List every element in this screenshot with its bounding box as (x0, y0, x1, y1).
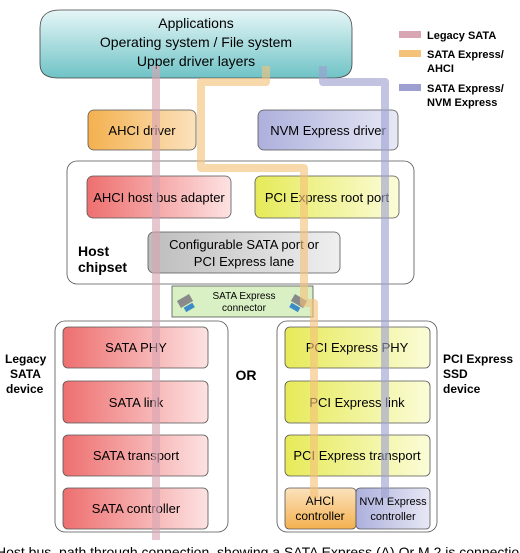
sata-link-label: SATA link (109, 395, 164, 410)
pcie-device-label-2: SSD (443, 367, 468, 381)
caption-fragment: Host bus, path through connection, showi… (0, 544, 520, 553)
sata-express-connector: SATA Express connector (171, 285, 314, 318)
nvme-controller-line-1: NVM Express (359, 496, 427, 508)
legacy-device-label-2: SATA (10, 367, 41, 381)
pcie-link-label: PCI Express link (309, 395, 405, 410)
sata-link-box: SATA link (62, 380, 209, 424)
ahci-path (197, 66, 318, 498)
legend-label-ahci-1: SATA Express/ (427, 49, 504, 61)
pcie-device-label-1: PCI Express (443, 352, 513, 366)
data-paths (152, 66, 389, 540)
legend-swatch-nvme (399, 84, 421, 91)
sata-phy-label: SATA PHY (105, 340, 167, 355)
pcie-transport-box: PCI Express transport (284, 434, 431, 477)
applications-line-1: Applications (158, 15, 234, 31)
connector-label-1: SATA Express (213, 291, 276, 302)
config-port-line-2: PCI Express lane (194, 254, 294, 269)
nvme-driver-label: NVM Express driver (270, 123, 386, 138)
legend-swatch-ahci (399, 50, 421, 57)
ahci-driver-box: AHCI driver (87, 109, 197, 151)
ahci-driver-label: AHCI driver (108, 123, 176, 138)
pcie-transport-label: PCI Express transport (293, 448, 421, 463)
legacy-device-label-3: device (6, 382, 44, 396)
pcie-phy-box: PCI Express PHY (284, 326, 431, 369)
sata-phy-box: SATA PHY (62, 326, 209, 369)
pcie-link-box: PCI Express link (284, 380, 431, 424)
legend-swatch-legacy (399, 31, 421, 38)
pcie-phy-label: PCI Express PHY (306, 340, 409, 355)
pcie-root-label: PCI Express root port (265, 190, 390, 205)
nvme-controller-line-2: controller (370, 511, 416, 523)
legend: Legacy SATA SATA Express/ AHCI SATA Expr… (399, 30, 504, 109)
legacy-device-label-1: Legacy (5, 352, 47, 366)
sata-transport-box: SATA transport (62, 434, 209, 477)
sata-controller-box: SATA controller (62, 487, 209, 530)
host-label-1: Host (78, 243, 109, 259)
nvme-path (319, 66, 389, 498)
applications-line-2: Operating system / File system (100, 34, 292, 50)
applications-line-3: Upper driver layers (137, 53, 255, 69)
or-label: OR (236, 367, 257, 383)
config-port-line-1: Configurable SATA port or (169, 237, 319, 252)
host-label-2: chipset (78, 259, 127, 275)
connector-plug-icon-left (176, 294, 195, 313)
connector-label-2: connector (222, 303, 267, 314)
nvme-driver-box: NVM Express driver (257, 109, 399, 151)
applications-box: Applications Operating system / File sys… (39, 9, 353, 79)
ahci-controller-line-2: controller (295, 509, 344, 523)
nvme-controller-box: NVM Express controller (355, 487, 431, 530)
sata-controller-label: SATA controller (92, 501, 181, 516)
sata-transport-label: SATA transport (93, 448, 180, 463)
legend-label-nvme-1: SATA Express/ (427, 83, 504, 95)
ahci-controller-line-1: AHCI (306, 494, 335, 508)
legacy-device-container (54, 320, 229, 533)
ahci-controller-box: AHCI controller (284, 487, 357, 530)
legend-label-ahci-2: AHCI (427, 63, 454, 75)
legend-label-legacy: Legacy SATA (427, 30, 496, 42)
pcie-device-label-3: device (443, 382, 481, 396)
config-port-box: Configurable SATA port or PCI Express la… (147, 231, 341, 274)
legend-label-nvme-2: NVM Express (427, 97, 497, 109)
pcie-root-box: PCI Express root port (254, 175, 400, 219)
